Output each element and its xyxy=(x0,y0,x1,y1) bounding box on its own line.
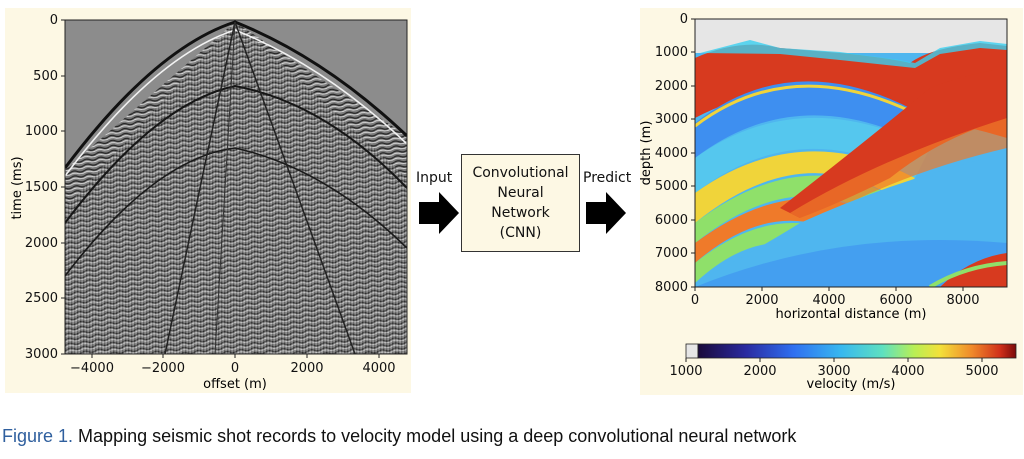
shot-y-tick: 3000 xyxy=(25,347,58,362)
velocity-x-tick: 4000 xyxy=(812,293,845,308)
colorbar-tick: 2000 xyxy=(743,364,776,379)
colorbar-tick: 1000 xyxy=(669,364,702,379)
shot-y-tick: 2000 xyxy=(25,236,58,251)
velocity-y-tick: 4000 xyxy=(655,146,688,161)
velocity-y-tick: 3000 xyxy=(655,112,688,127)
shot-x-tick: 4000 xyxy=(362,361,395,376)
velocity-y-axis: 0 1000 2000 3000 4000 5000 6000 7000 800… xyxy=(655,12,695,295)
predict-label: Predict xyxy=(583,170,632,186)
caption-text: Mapping seismic shot records to velocity… xyxy=(73,426,797,446)
velocity-x-tick: 8000 xyxy=(946,293,979,308)
shot-x-tick: −2000 xyxy=(141,361,185,376)
velocity-y-tick: 6000 xyxy=(655,213,688,228)
velocity-x-axis: 0 2000 4000 6000 8000 xyxy=(691,287,980,308)
shot-y-tick: 1000 xyxy=(25,124,58,139)
velocity-x-tick: 6000 xyxy=(879,293,912,308)
shot-y-tick: 1500 xyxy=(25,180,58,195)
colorbar-tick: 5000 xyxy=(965,364,998,379)
velocity-image xyxy=(695,19,1007,287)
shot-y-tick: 0 xyxy=(50,13,58,28)
velocity-model-figure: 0 1000 2000 3000 4000 5000 6000 7000 800… xyxy=(639,12,1017,392)
predict-arrow-icon xyxy=(586,192,626,234)
cnn-line: (CNN) xyxy=(499,225,542,241)
shot-record-panel: 0 500 1000 1500 2000 2500 3000 time (ms)… xyxy=(5,8,411,393)
shot-y-tick: 2500 xyxy=(25,291,58,306)
shot-x-label: offset (m) xyxy=(203,377,267,392)
shot-y-axis: 0 500 1000 1500 2000 2500 3000 xyxy=(25,13,65,362)
shot-x-axis: −4000 −2000 0 2000 4000 xyxy=(70,354,396,376)
shot-record-figure: 0 500 1000 1500 2000 2500 3000 time (ms)… xyxy=(10,13,408,392)
figure-caption: Figure 1. Mapping seismic shot records t… xyxy=(2,426,796,447)
shot-y-label: time (ms) xyxy=(10,156,25,219)
shot-x-tick: 0 xyxy=(231,361,239,376)
velocity-y-tick: 0 xyxy=(680,12,688,27)
cnn-line: Network xyxy=(491,205,550,221)
colorbar-label: velocity (m/s) xyxy=(807,377,896,392)
velocity-x-tick: 2000 xyxy=(745,293,778,308)
velocity-y-tick: 7000 xyxy=(655,246,688,261)
velocity-y-tick: 1000 xyxy=(655,45,688,60)
velocity-x-tick: 0 xyxy=(691,293,699,308)
cnn-line: Neural xyxy=(497,185,544,201)
velocity-model-panel: 0 1000 2000 3000 4000 5000 6000 7000 800… xyxy=(639,8,1023,395)
velocity-x-label: horizontal distance (m) xyxy=(776,307,927,322)
shot-x-tick: 2000 xyxy=(290,361,323,376)
velocity-y-tick: 5000 xyxy=(655,179,688,194)
colorbar: 1000 2000 3000 4000 5000 velocity (m/s) xyxy=(669,343,1017,392)
cnn-line: Convolutional xyxy=(472,165,569,181)
input-arrow-icon xyxy=(419,192,459,234)
velocity-y-tick: 8000 xyxy=(655,280,688,295)
input-label: Input xyxy=(416,170,453,186)
velocity-y-tick: 2000 xyxy=(655,79,688,94)
colorbar-tick: 3000 xyxy=(817,364,850,379)
velocity-y-label: depth (m) xyxy=(640,121,654,186)
seismic-image xyxy=(65,20,407,354)
shot-y-tick: 500 xyxy=(33,69,58,84)
colorbar-tick: 4000 xyxy=(891,364,924,379)
shot-x-tick: −4000 xyxy=(70,361,114,376)
cnn-box: Convolutional Neural Network (CNN) xyxy=(461,154,580,252)
figure-number: Figure 1. xyxy=(2,426,74,446)
